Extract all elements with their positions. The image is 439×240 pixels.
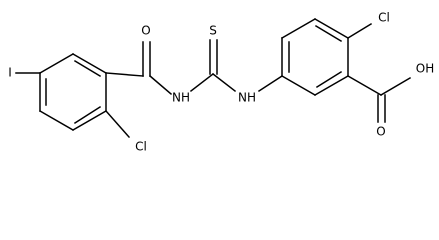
bond-right-ring-2 bbox=[280, 17, 317, 40]
bond-thiocarbon-nh-right bbox=[211, 72, 237, 93]
atom-iodine-label: I bbox=[8, 66, 12, 80]
atom-oxygen-amide-label: O bbox=[141, 24, 150, 38]
atom-nh-right-label: NH bbox=[238, 91, 256, 105]
atom-nh-left-label: NH bbox=[172, 91, 190, 105]
left-benzene-ring bbox=[38, 52, 108, 132]
bond-right-ring-double-3 bbox=[315, 70, 343, 89]
bond-carbonyl-nh-left bbox=[148, 74, 173, 96]
atom-chlorine-left-label: Cl bbox=[135, 140, 147, 154]
atom-sulfur-label: S bbox=[209, 24, 217, 38]
bond-left-ring-3 bbox=[71, 109, 108, 132]
bond-ring-carbonyl bbox=[105, 72, 144, 77]
bond-left-ring-double-2 bbox=[73, 105, 102, 125]
bond-right-ring-6 bbox=[280, 74, 317, 97]
bond-right-ring-double-2 bbox=[314, 24, 343, 43]
bond-left-ring-6 bbox=[38, 52, 75, 75]
bond-right-ring-3 bbox=[313, 17, 350, 40]
bond-left-ring-chlorine bbox=[104, 109, 131, 139]
right-benzene-ring bbox=[280, 17, 350, 97]
bond-ring-carboxyl bbox=[346, 74, 383, 97]
bond-nh-left-thiocarbon bbox=[189, 72, 215, 93]
bond-left-ring-1 bbox=[71, 52, 108, 75]
bond-nh-right-ring bbox=[257, 74, 284, 93]
bond-left-ring-double-1 bbox=[73, 59, 102, 78]
atom-oh-label: OH bbox=[416, 62, 434, 76]
bond-carboxyl-oh bbox=[379, 76, 412, 97]
molecule-diagram: I Cl O NH S NH bbox=[8, 11, 434, 154]
bond-right-ring-5 bbox=[313, 74, 350, 97]
chemical-structure-canvas: I Cl O NH S NH bbox=[8, 10, 435, 154]
bond-left-ring-4 bbox=[38, 109, 75, 132]
atom-oxygen-acid-label: O bbox=[376, 125, 385, 139]
atom-chlorine-right-label: Cl bbox=[378, 11, 390, 25]
bond-right-ring-chlorine bbox=[346, 22, 373, 40]
